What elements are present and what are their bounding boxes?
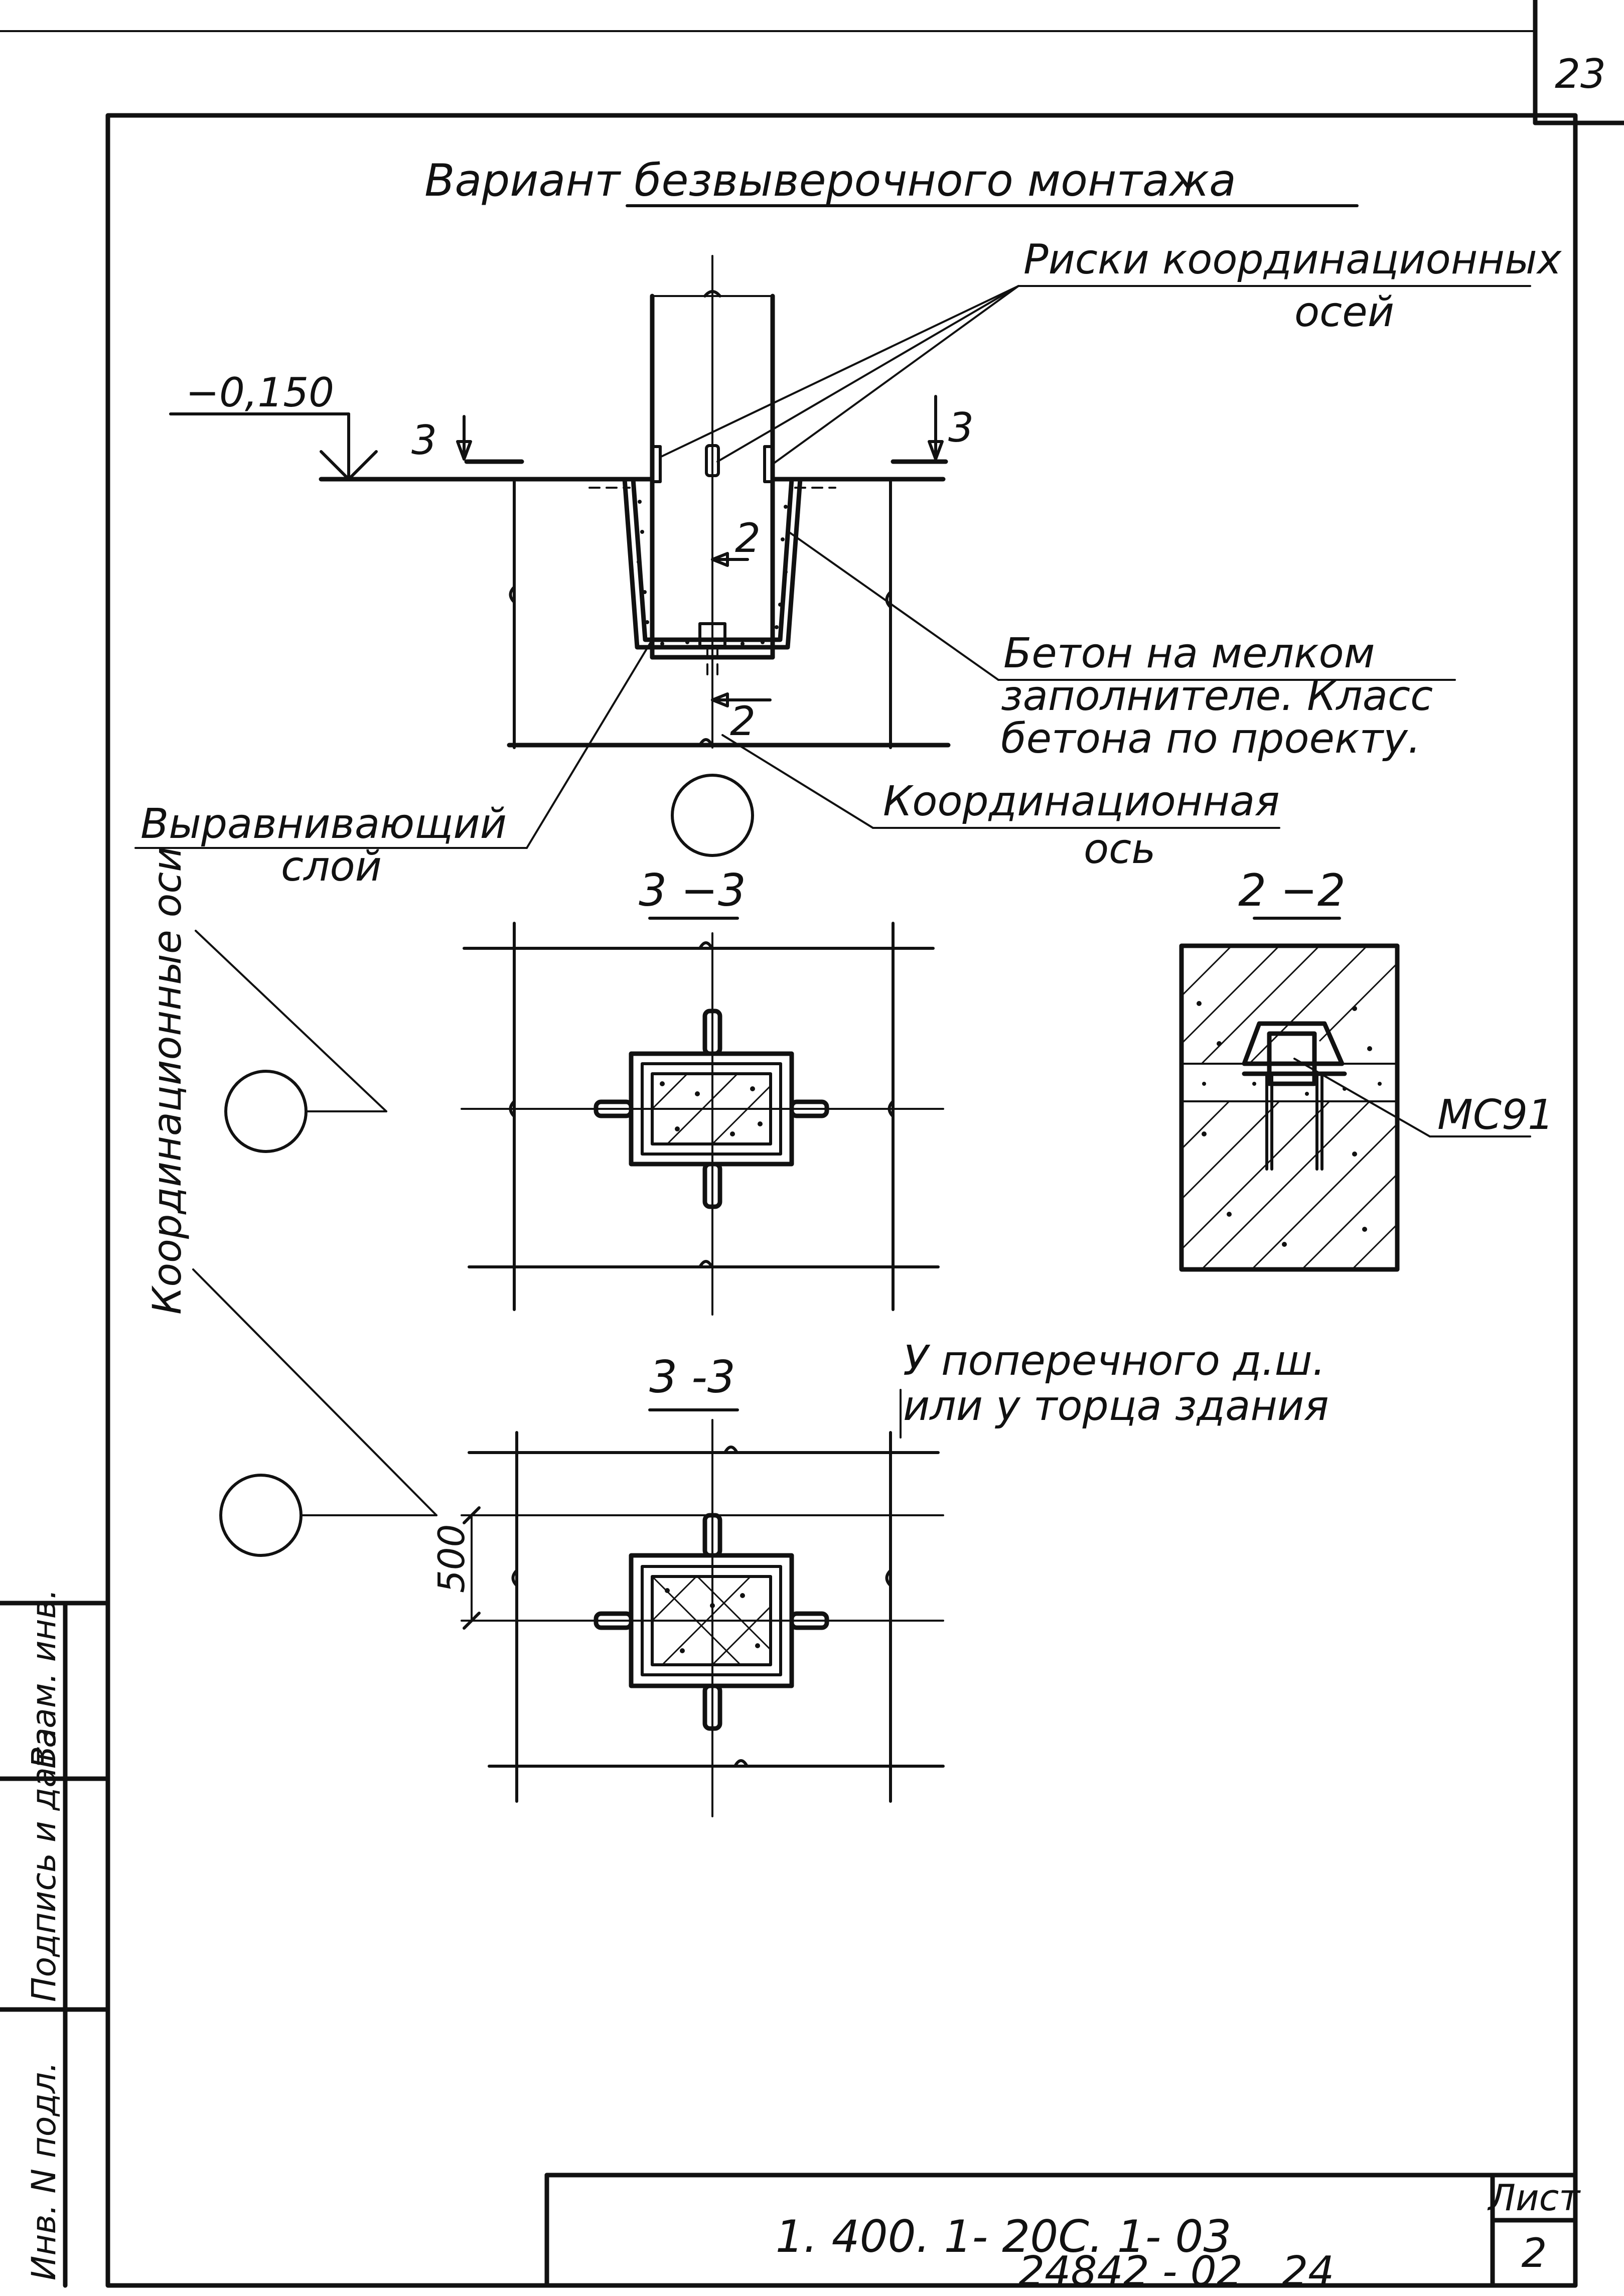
leader-lines-main [134, 285, 1531, 849]
callout-marks-line1: Риски координационных [1023, 236, 1562, 283]
stamp-side-label-2: Подпись и дата [25, 1728, 63, 2002]
stamp-side-label-1: Взам. инв. [25, 1589, 63, 1769]
section-view-33b-title: 3 -3 [649, 1351, 735, 1403]
drawing-title: Вариант безвыверочного монтажа [424, 155, 1236, 206]
callout-leveling-line2: слой [281, 843, 382, 891]
callout-leveling-line1: Выравнивающий [140, 800, 507, 848]
axis-bubble-main [671, 774, 754, 857]
stamp-code: 1. 400. 1- 20С. 1- 03 [776, 2211, 1232, 2262]
callout-concrete-line1: Бетон на мелком [1003, 630, 1375, 677]
section-mark-2-bottom: 2 [730, 698, 756, 745]
callout-concrete-line3: бетона по проекту. [1001, 715, 1421, 763]
coord-axes-leaders [192, 930, 437, 1557]
socket-section [319, 255, 951, 749]
callout-transverse-line2: или у торца здания [903, 1382, 1329, 1430]
embed-part-label: МС91 [1437, 1091, 1554, 1139]
callout-coord-axes: Координационные оси [145, 846, 190, 1315]
cut-mark-left-label: 3 [411, 417, 437, 464]
elevation-value: −0,150 [186, 369, 334, 416]
section-view-33-title: 3 −3 [639, 865, 746, 916]
title-block [544, 2173, 1578, 2288]
stamp-side-label-3: Инв. N подл. [25, 2062, 63, 2280]
stamp-sheet-value: 2 [1522, 2230, 1547, 2276]
callout-transverse-line1: У поперечного д.ш. [903, 1337, 1325, 1385]
cut-mark-right-label: 3 [948, 404, 974, 451]
cut-mark-left [456, 415, 524, 464]
plan-33-top [461, 922, 944, 1316]
callout-marks-line2: осей [1294, 289, 1394, 336]
sheet-number: 23 [1555, 51, 1606, 97]
stamp-sheet-label: Лист [1487, 2177, 1581, 2219]
section-view-22-title: 2 −2 [1238, 865, 1346, 916]
callout-coord-axis-line1: Координационная [883, 778, 1280, 825]
callout-coord-axis-line2: ось [1084, 825, 1156, 873]
archive-number: 24842 - 02 24 [1018, 2248, 1334, 2295]
section-mark-2-top: 2 [735, 515, 761, 561]
dimension-500: 500 [430, 1524, 473, 1593]
callout-concrete-line2: заполнителе. Класс [1001, 672, 1433, 720]
cut-mark-right [891, 395, 948, 464]
section-22 [1179, 943, 1531, 1272]
elevation-mark [169, 412, 378, 481]
left-stamp-strip [0, 1601, 110, 2288]
plan-33-bottom [461, 1419, 945, 1817]
